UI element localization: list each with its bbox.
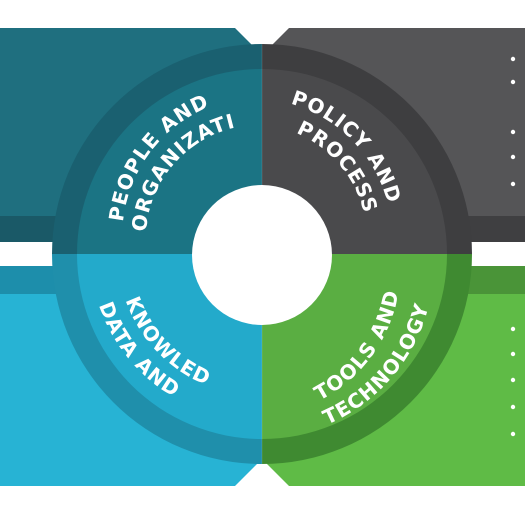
policy-bullet-2 — [510, 79, 516, 85]
tools-bullet-1 — [510, 326, 516, 332]
policy-bullet-5 — [510, 181, 516, 187]
policy-bullets — [510, 56, 516, 187]
tools-bullets — [510, 326, 516, 437]
policy-bullet-1 — [510, 56, 516, 62]
tools-bullet-4 — [510, 404, 516, 410]
right-notch — [478, 242, 525, 266]
tools-bullet-2 — [510, 351, 516, 357]
center-circle — [192, 185, 332, 325]
left-notch — [0, 242, 47, 266]
top-notch — [235, 28, 289, 55]
policy-bullet-3 — [510, 129, 516, 135]
bottom-notch — [235, 459, 289, 486]
tools-bullet-3 — [510, 377, 516, 383]
policy-bullet-4 — [510, 154, 516, 160]
tools-bullet-5 — [510, 431, 516, 437]
